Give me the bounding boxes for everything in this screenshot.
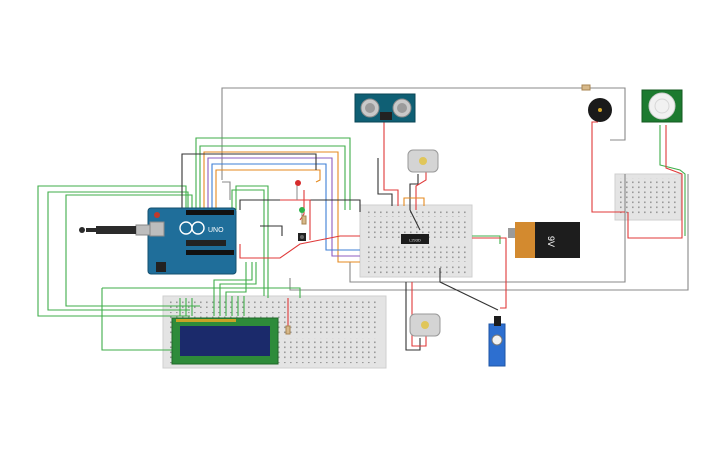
resistor bbox=[581, 84, 591, 91]
arduino-model-label: UNO bbox=[208, 227, 224, 234]
wires bbox=[37, 87, 689, 351]
breadboard-right bbox=[614, 173, 682, 221]
led-red[interactable] bbox=[295, 180, 301, 200]
battery-label: 9V bbox=[546, 236, 556, 247]
lcd-display-icon[interactable] bbox=[171, 317, 279, 365]
ultrasonic-sensor-icon[interactable] bbox=[354, 93, 416, 123]
push-button[interactable] bbox=[298, 233, 306, 241]
motor-driver-ic[interactable]: L293D bbox=[401, 234, 429, 244]
dc-motor-icon[interactable] bbox=[407, 149, 439, 173]
battery-icon[interactable]: 9V bbox=[508, 222, 580, 258]
usb-cable-icon bbox=[79, 224, 151, 236]
arduino-board[interactable]: UNO bbox=[147, 207, 237, 275]
buzzer-icon[interactable] bbox=[588, 98, 612, 122]
resistor-small bbox=[285, 215, 307, 335]
servo-motor-icon[interactable] bbox=[488, 316, 506, 367]
dc-motor-icon-2[interactable] bbox=[409, 313, 441, 337]
motor-driver-label: L293D bbox=[409, 238, 421, 243]
pir-sensor-icon[interactable] bbox=[641, 89, 683, 123]
